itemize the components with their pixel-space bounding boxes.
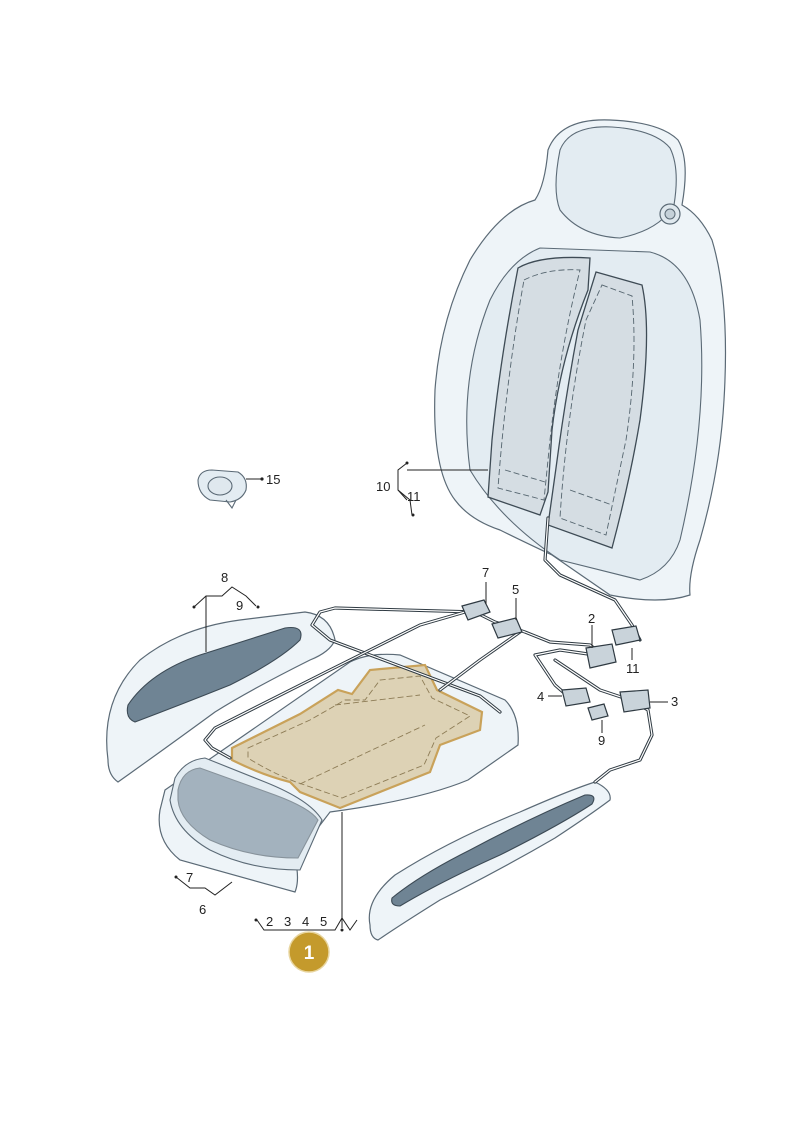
highlight-badge-number: 1: [304, 943, 315, 964]
connector-4: [561, 687, 591, 707]
label-4-right: 4: [537, 689, 544, 704]
label-5-top: 5: [512, 582, 519, 597]
seat-heating-mat: [230, 663, 484, 810]
backrest-heating-mat: [487, 256, 648, 549]
leader-lines: [174, 461, 668, 932]
label-10: 10: [376, 479, 390, 494]
connector-11: [611, 625, 641, 646]
label-8: 8: [221, 570, 228, 585]
label-6: 6: [199, 902, 206, 917]
callout-labels: 15 10 11 8 9 7 5 2 11 4 3 9 7 6 2 3 4 5: [186, 472, 678, 929]
label-2-bottom: 2: [266, 914, 273, 929]
label-11-right: 11: [626, 661, 640, 676]
connector-5: [491, 617, 523, 639]
label-3-right: 3: [671, 694, 678, 709]
right-side-bolster: [368, 781, 611, 941]
label-3-bottom: 3: [284, 914, 291, 929]
connector-3: [619, 689, 651, 713]
label-4-bottom: 4: [302, 914, 309, 929]
label-11-top: 11: [407, 489, 421, 504]
label-7-top: 7: [482, 565, 489, 580]
part-15-control-unit: [197, 469, 247, 510]
connector-9: [587, 703, 609, 721]
connector-7: [461, 599, 491, 621]
label-5-bottom: 5: [320, 914, 327, 929]
label-9-left: 9: [236, 598, 243, 613]
highlight-badge: 1: [288, 931, 330, 973]
label-15: 15: [266, 472, 280, 487]
left-side-bolster: [106, 611, 336, 783]
label-9-right: 9: [598, 733, 605, 748]
connector-2: [585, 643, 617, 669]
label-7-bottom: 7: [186, 870, 193, 885]
label-2-right: 2: [588, 611, 595, 626]
